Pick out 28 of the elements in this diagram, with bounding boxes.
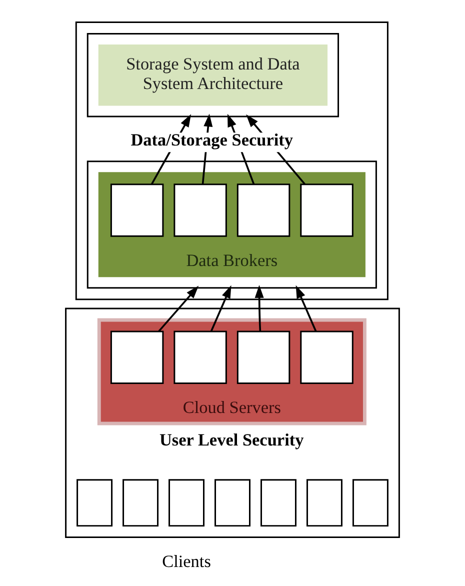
- node-box: [214, 479, 250, 527]
- node-box: [352, 479, 388, 527]
- node-box: Storage System and Data System Architecture: [98, 44, 328, 106]
- node-box: [168, 479, 204, 527]
- cluster: [86, 160, 377, 289]
- cluster: Data Brokers: [98, 172, 366, 278]
- label: User Level Security: [159, 430, 304, 450]
- cluster: Cloud Servers: [97, 318, 366, 426]
- node-box: [236, 184, 290, 237]
- node-box: [174, 184, 227, 237]
- arrow: [296, 285, 317, 332]
- label: Data/Storage Security: [130, 130, 294, 150]
- label: Clients: [162, 552, 211, 572]
- node-box: [300, 184, 354, 237]
- node-box: [76, 479, 113, 527]
- node-box: [174, 330, 227, 384]
- node-box: [300, 330, 354, 384]
- cluster: [86, 33, 340, 118]
- node-box: [306, 479, 342, 527]
- cluster: [65, 308, 400, 538]
- node-box: [236, 330, 290, 384]
- arrow: [254, 285, 264, 332]
- node-box: [110, 330, 164, 384]
- node-box: [122, 479, 159, 527]
- node-box: [110, 184, 164, 237]
- arrow: [210, 285, 232, 332]
- arrow: [158, 286, 199, 332]
- node-box: [260, 479, 296, 527]
